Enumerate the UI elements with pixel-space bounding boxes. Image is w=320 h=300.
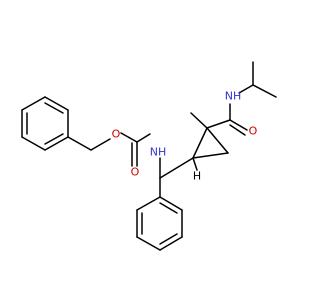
nh-carbamate-label: NH — [150, 146, 167, 159]
molecule-structure: O O NH NH O H — [21, 61, 277, 251]
oxygen-ester-label: O — [112, 128, 121, 141]
oxygen-carbamate-label: O — [131, 166, 140, 179]
bond-o-carbonyl-c — [120, 132, 138, 143]
oxygen-amide-label: O — [249, 125, 258, 138]
benzyl-phenyl-ring — [21, 96, 69, 151]
bond-amide-c-o — [229, 119, 248, 131]
lower-phenyl-ring — [136, 196, 183, 251]
bond-methyl — [190, 112, 208, 129]
bond-ring-ch2 — [67, 136, 92, 151]
nh-amide-label: NH — [225, 90, 242, 103]
bond-ch2-o — [90, 138, 111, 151]
bond-ch-cyclopropane — [159, 157, 194, 179]
bond-ring-h — [192, 157, 198, 171]
bond-nh-isopropyl — [238, 84, 254, 94]
hydrogen-label: H — [193, 170, 201, 183]
bond-amide-c-o-2 — [229, 124, 246, 136]
bond-isopropyl-1 — [252, 84, 277, 98]
bond-quatc-amide-c — [206, 119, 231, 129]
cyclopropane-ring — [192, 127, 229, 159]
bond-carbonyl-c-nh — [136, 133, 151, 143]
